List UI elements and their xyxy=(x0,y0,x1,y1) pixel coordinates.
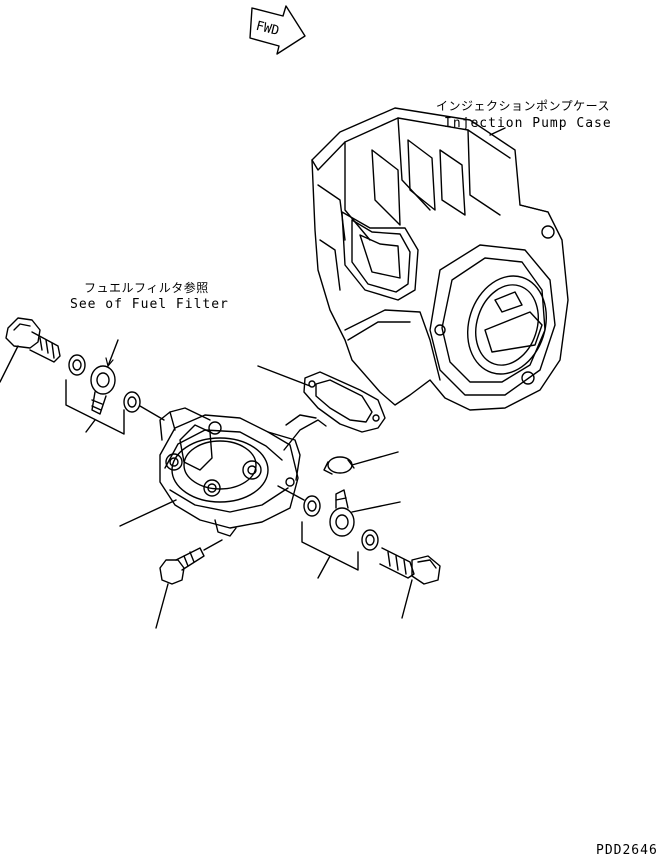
leader-line-bolt-lower xyxy=(155,583,169,629)
eye-joint-left xyxy=(90,365,116,415)
line-pump-to-washer xyxy=(277,485,305,501)
bolt-lower xyxy=(159,547,205,585)
leader-line-pump-case xyxy=(489,127,506,136)
injection-pump-case xyxy=(311,107,569,411)
leader-line-group-left xyxy=(85,419,96,433)
leader-line-feed-pump xyxy=(119,499,177,527)
line-washer-to-pump xyxy=(139,405,165,421)
gasket xyxy=(303,371,386,433)
washer-left-2 xyxy=(123,391,141,413)
fuel-feed-pump xyxy=(159,407,327,537)
label-pump-case-jp: インジェクションポンプケース xyxy=(436,99,611,113)
arrowhead xyxy=(105,357,114,367)
washer-left-1 xyxy=(68,354,86,376)
drawing-code: PDD2646 xyxy=(596,843,658,858)
line-bolt-to-pump xyxy=(203,539,223,551)
leader-line-group-right xyxy=(317,555,331,579)
group-bracket-right xyxy=(301,521,359,571)
eye-joint-right xyxy=(329,489,355,537)
bolt-left xyxy=(5,317,61,363)
label-fuel-filter-jp: フュエルフィルタ参照 xyxy=(84,281,209,295)
bolt-right xyxy=(379,547,441,585)
label-pump-case-en: Injection Pump Case xyxy=(444,116,612,131)
leader-line-gasket xyxy=(257,365,311,387)
hose-clamp xyxy=(323,456,355,475)
leader-line-bolt-left xyxy=(0,345,19,383)
fwd-label: FWD xyxy=(254,19,281,39)
leader-line-fuel-filter xyxy=(107,339,119,367)
label-fuel-filter-en: See of Fuel Filter xyxy=(70,297,229,312)
leader-line-eye-joint-right xyxy=(351,501,401,513)
washer-right-1 xyxy=(303,495,321,517)
leader-line-clamp xyxy=(351,451,399,466)
washer-right-2 xyxy=(361,529,379,551)
leader-line-bolt-right xyxy=(401,579,413,619)
fwd-arrow-icon: FWD xyxy=(249,5,306,55)
